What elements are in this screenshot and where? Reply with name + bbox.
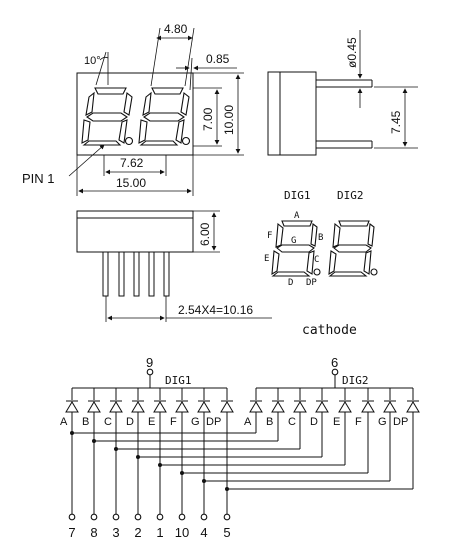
pin-number-G: 4 <box>200 525 207 540</box>
dig1-seg-DP: DP <box>206 416 221 428</box>
layout-digit-2 <box>328 220 378 277</box>
dig2-seg-DP: DP <box>393 416 408 428</box>
seg-label-e: E <box>264 254 269 264</box>
diodes <box>65 400 420 413</box>
wiring <box>71 412 414 514</box>
bottom-pin-terminals <box>68 513 231 521</box>
pin-diameter-label: ø0.45 <box>345 37 359 68</box>
pin-spacing-label: 2.54X4=10.16 <box>178 303 253 317</box>
seg-label-c: C <box>314 255 319 265</box>
layout-digit-1 <box>271 220 318 277</box>
body-height-label: 10.00 <box>222 105 236 135</box>
segment-name-labels-dig2: A B C D E F G DP <box>244 416 408 428</box>
seg-label-dp: DP <box>306 278 317 288</box>
dig1-seg-B: B <box>82 416 89 428</box>
bottom-pin-numbers: 7 8 3 2 1 10 4 5 <box>68 525 230 540</box>
seg-label-a: A <box>294 211 300 221</box>
pin-number-F: 10 <box>175 525 189 540</box>
pin-length-label: 7.45 <box>389 110 403 134</box>
dig2-seg-G: G <box>378 416 387 428</box>
pin-legs <box>102 251 170 297</box>
seg-label-f: F <box>267 231 272 241</box>
wire-junctions <box>70 431 229 491</box>
slant-angle-label: 10° <box>84 55 101 67</box>
common-pin-dig1: 9 <box>146 355 153 370</box>
dig1-seg-F: F <box>170 416 177 428</box>
side-view-body <box>267 71 317 156</box>
seg-label-g: G <box>291 236 296 246</box>
dig2-seg-F: F <box>355 416 362 428</box>
digit-pitch-label: 4.80 <box>164 22 188 36</box>
pin-number-C: 3 <box>112 525 119 540</box>
dig2-seg-C: C <box>288 416 296 428</box>
dig1-label: DIG1 <box>284 189 311 202</box>
front-view: 10° 4.80 0.85 7.00 10.00 PIN 1 7.62 15.0… <box>22 22 244 196</box>
pin-number-D: 2 <box>134 525 141 540</box>
digit-height-label: 7.00 <box>201 107 215 131</box>
cathode-label: cathode <box>302 323 357 338</box>
dp-offset-label: 0.85 <box>206 52 230 66</box>
side-height-label: 6.00 <box>198 222 212 246</box>
front-view-body <box>76 72 194 156</box>
dig2-seg-B: B <box>266 416 273 428</box>
common-label-dig2: DIG2 <box>342 374 369 387</box>
pin-number-A: 7 <box>68 525 75 540</box>
dig1-seg-E: E <box>148 416 155 428</box>
pin1-label: PIN 1 <box>22 171 55 186</box>
body-width-label: 15.00 <box>116 176 146 190</box>
dig1-seg-D: D <box>126 416 134 428</box>
dig1-seg-C: C <box>104 416 112 428</box>
front-digit-1 <box>81 87 134 146</box>
segment-layout: DIG1 DIG2 A F G B E C D DP <box>264 189 378 288</box>
schematic: 9 DIG1 6 DIG2 <box>60 355 420 540</box>
pin-number-B: 8 <box>90 525 97 540</box>
top-view-body <box>76 210 194 253</box>
dig2-label: DIG2 <box>337 189 364 202</box>
pin-number-E: 1 <box>156 525 163 540</box>
common-pin-dig2: 6 <box>331 355 338 370</box>
front-digit-2 <box>138 87 191 146</box>
layout-dp-dot <box>313 268 321 276</box>
seg-label-b: B <box>318 233 323 243</box>
side-view: ø0.45 7.45 <box>267 30 418 156</box>
dig2-seg-E: E <box>333 416 340 428</box>
top-view: 6.00 2.54X4=10.16 <box>76 210 272 322</box>
dig2-seg-A: A <box>244 416 252 428</box>
dig1-seg-G: G <box>191 416 200 428</box>
dig2-seg-D: D <box>310 416 318 428</box>
dig1-seg-A: A <box>60 416 68 428</box>
pin-number-DP: 5 <box>223 525 230 540</box>
seg-label-d: D <box>288 278 293 288</box>
segment-name-labels-dig1: A B C D E F G DP <box>60 416 221 428</box>
common-label-dig1: DIG1 <box>165 374 192 387</box>
pin-row-pitch-label: 7.62 <box>120 156 144 170</box>
